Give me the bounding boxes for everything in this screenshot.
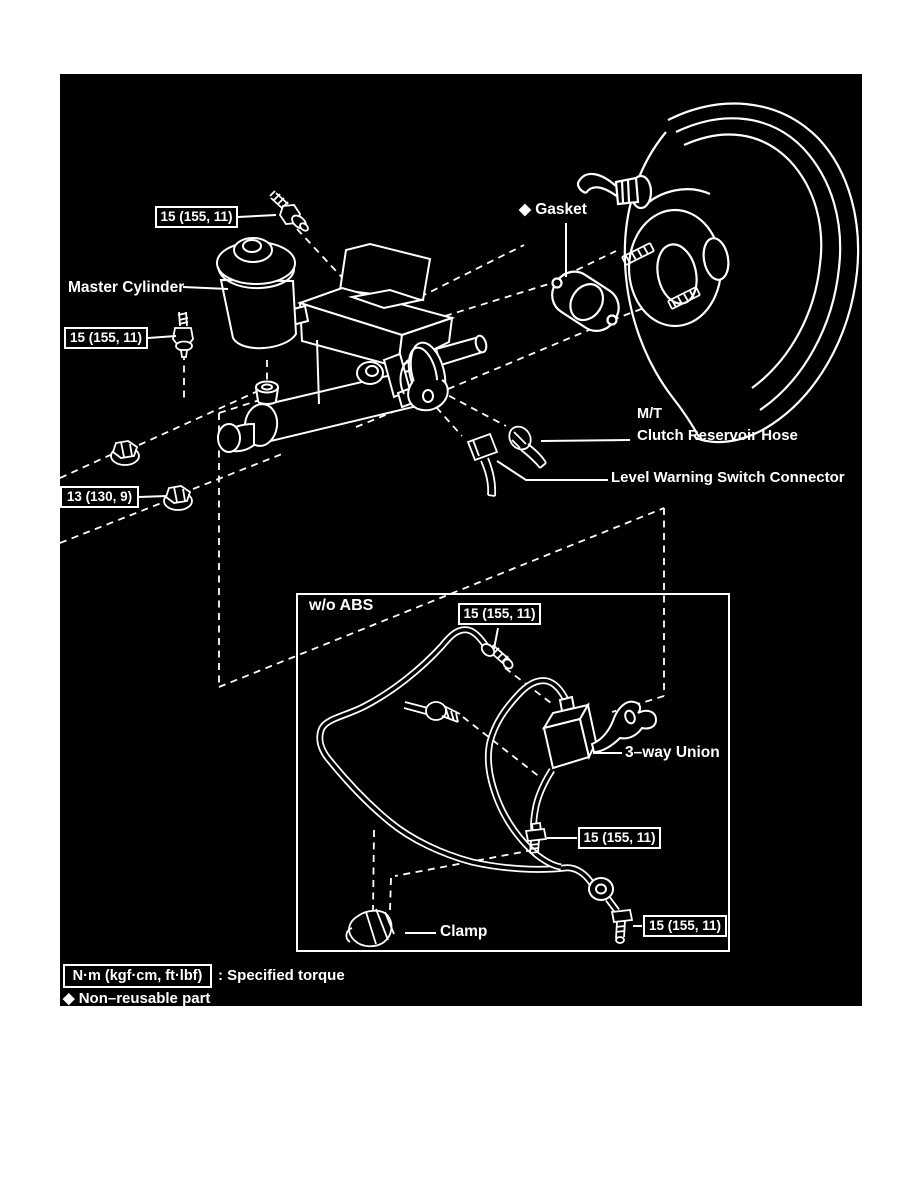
master-cylinder-drawing [216, 237, 488, 453]
label-level-warning-switch-connector: Level Warning Switch Connector [611, 469, 845, 486]
label-clamp: Clamp [440, 923, 488, 940]
brake-lines-drawing [316, 626, 658, 948]
torque-box-inset-mid: 15 (155, 11) [578, 827, 661, 849]
wo-abs-inset-frame [296, 593, 730, 952]
diagram-artwork [60, 102, 860, 948]
legend-specified-torque: : Specified torque [218, 967, 345, 984]
label-wo-abs: w/o ABS [309, 597, 374, 614]
brake-booster-drawing [576, 102, 860, 444]
leader-lines [138, 214, 642, 934]
label-clutch-reservoir-hose: Clutch Reservoir Hose [637, 427, 798, 444]
torque-box-banjo-bolt: 15 (155, 11) [155, 206, 238, 228]
label-mt: M/T [637, 406, 662, 422]
label-master-cylinder: Master Cylinder [68, 279, 185, 296]
torque-box-inset-bottom: 15 (155, 11) [643, 915, 727, 937]
diagram-panel [60, 74, 862, 1006]
legend-non-reusable: ◆ Non–reusable part [63, 990, 211, 1007]
torque-box-inset-top: 15 (155, 11) [458, 603, 541, 625]
hose-connector-drawing [466, 425, 547, 497]
torque-box-left-bolt: 15 (155, 11) [64, 327, 148, 349]
gasket-drawing [551, 270, 620, 332]
fasteners-drawing [110, 190, 309, 511]
legend-torque-unit-box: N·m (kgf·cm, ft·lbf) [63, 964, 212, 988]
torque-box-mounting-nut: 13 (130, 9) [60, 486, 139, 508]
label-three-way-union: 3–way Union [625, 744, 720, 761]
label-gasket: ◆ Gasket [519, 201, 587, 218]
